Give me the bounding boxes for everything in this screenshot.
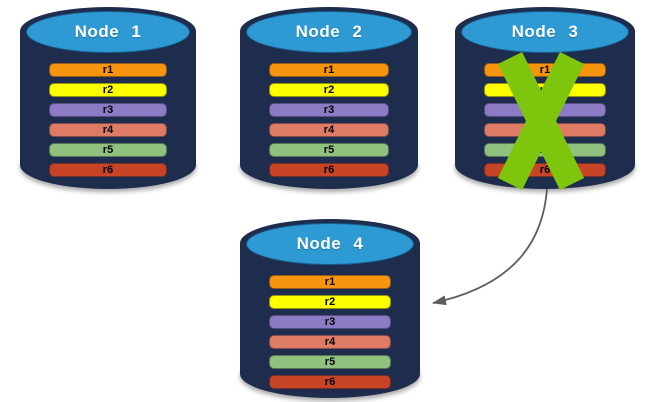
cylinder-top-face: Node 3 [461,11,629,53]
cylinder-top-face: Node 1 [26,11,190,53]
cylinder-top-face: Node 4 [246,223,414,265]
arrow-curve [432,188,548,306]
node-3: Node 3 r1 r2 r3 r4 r5 r6 [455,7,635,190]
record-list: r1 r2 r3 r4 r5 r6 [269,63,389,183]
record-bar-r3: r3 [49,103,167,117]
record-bar-r3: r3 [269,315,391,329]
record-list: r1 r2 r3 r4 r5 r6 [269,275,391,395]
record-bar-r3: r3 [269,103,389,117]
node-title: Node 1 [74,22,142,41]
record-list: r1 r2 r3 r4 r5 r6 [49,63,167,183]
record-bar-r5: r5 [269,143,389,157]
cylinder-top-face: Node 2 [246,11,412,53]
record-bar-r5: r5 [269,355,391,369]
record-bar-r6: r6 [269,163,389,177]
node-4: Node 4 r1 r2 r3 r4 r5 r6 [240,219,420,398]
node-title: Node 2 [295,22,363,41]
record-bar-r2: r2 [269,295,391,309]
record-bar-r5: r5 [49,143,167,157]
record-bar-r1: r1 [49,63,167,77]
failure-x-icon [497,52,585,190]
record-bar-r6: r6 [49,163,167,177]
record-bar-r4: r4 [269,335,391,349]
node-1: Node 1 r1 r2 r3 r4 r5 r6 [20,7,196,189]
node-title: Node 4 [296,234,364,253]
node-2: Node 2 r1 r2 r3 r4 r5 r6 [240,7,418,189]
record-bar-r1: r1 [269,275,391,289]
record-bar-r4: r4 [269,123,389,137]
record-bar-r2: r2 [49,83,167,97]
record-bar-r1: r1 [269,63,389,77]
node-title: Node 3 [511,22,579,41]
record-bar-r6: r6 [269,375,391,389]
record-bar-r4: r4 [49,123,167,137]
record-bar-r2: r2 [269,83,389,97]
